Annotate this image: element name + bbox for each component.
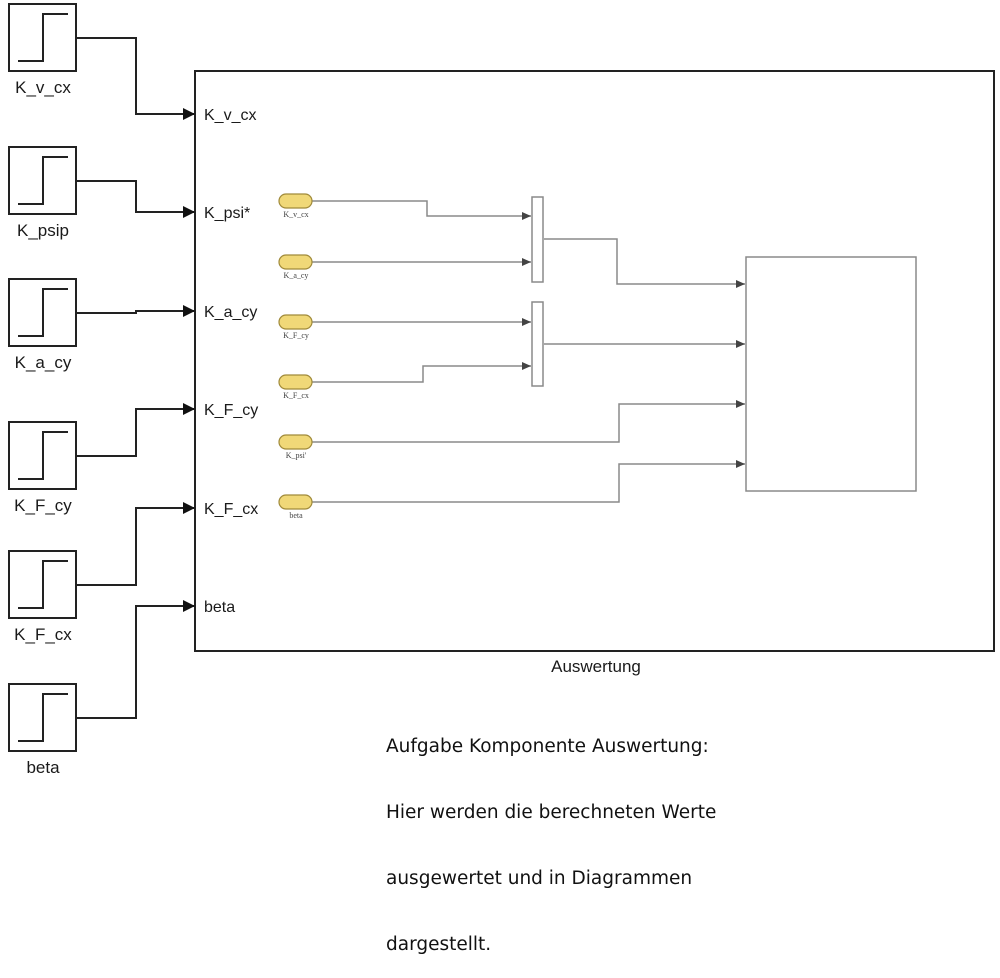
step-block[interactable]: K_v_cx bbox=[8, 3, 77, 97]
goto-tag-shape[interactable] bbox=[278, 314, 313, 330]
signal-line[interactable] bbox=[77, 37, 195, 120]
from-tag-label: K_v_cx bbox=[283, 210, 308, 219]
from-tag-label: K_F_cx bbox=[283, 391, 309, 400]
inport-label: K_psi* bbox=[204, 205, 250, 222]
step-block[interactable]: K_a_cy bbox=[8, 278, 77, 372]
step-icon bbox=[18, 560, 68, 609]
signal-line[interactable] bbox=[77, 305, 195, 317]
from-tag[interactable]: K_a_cy bbox=[278, 254, 313, 280]
step-block[interactable]: K_F_cy bbox=[8, 421, 77, 515]
step-icon bbox=[18, 431, 68, 480]
from-tag[interactable]: beta bbox=[278, 494, 313, 520]
goto-tag-shape[interactable] bbox=[278, 494, 313, 510]
step-block[interactable]: beta bbox=[8, 683, 77, 777]
from-tag-label: K_a_cy bbox=[284, 271, 309, 280]
signal-line[interactable] bbox=[312, 460, 745, 503]
annotation-text: Aufgabe Komponente Auswertung: Hier werd… bbox=[386, 692, 716, 978]
step-block-label: K_F_cy bbox=[14, 496, 72, 515]
step-block[interactable]: K_F_cx bbox=[8, 550, 77, 644]
inport-label: beta bbox=[204, 599, 235, 616]
step-block-label: K_F_cx bbox=[14, 625, 72, 644]
mux-block-1[interactable] bbox=[531, 196, 544, 283]
goto-tag-shape[interactable] bbox=[278, 434, 313, 450]
step-block[interactable]: K_psip bbox=[8, 146, 77, 240]
signal-line[interactable] bbox=[77, 600, 195, 719]
scope-block[interactable] bbox=[745, 256, 917, 492]
step-icon bbox=[18, 156, 68, 205]
step-icon bbox=[18, 13, 68, 62]
step-block-label: K_a_cy bbox=[15, 353, 72, 372]
annotation-line: dargestellt. bbox=[386, 934, 492, 955]
inport-label: K_a_cy bbox=[204, 304, 257, 321]
goto-tag-shape[interactable] bbox=[278, 254, 313, 270]
signal-line[interactable] bbox=[77, 403, 195, 457]
inport-label: K_F_cy bbox=[204, 402, 258, 419]
signal-line[interactable] bbox=[312, 200, 531, 220]
from-tag[interactable]: K_v_cx bbox=[278, 193, 313, 219]
from-tag-label: beta bbox=[289, 511, 303, 520]
step-block-label: beta bbox=[26, 758, 60, 777]
from-tag-label: K_F_cy bbox=[283, 331, 309, 340]
inport-label: K_F_cx bbox=[204, 501, 258, 518]
step-block-label: K_psip bbox=[17, 221, 69, 240]
goto-tag-shape[interactable] bbox=[278, 374, 313, 390]
from-tag[interactable]: K_F_cy bbox=[278, 314, 313, 340]
step-block-label: K_v_cx bbox=[15, 78, 71, 97]
signal-line[interactable] bbox=[77, 180, 195, 218]
subsystem-name: Auswertung bbox=[551, 657, 641, 676]
model-canvas: Auswertung K_v_cxK_psi*K_a_cyK_F_cyK_F_c… bbox=[8, 3, 995, 777]
signal-line[interactable] bbox=[312, 400, 745, 443]
annotation-line: Aufgabe Komponente Auswertung: bbox=[386, 736, 709, 757]
signal-line[interactable] bbox=[312, 362, 531, 383]
from-tag[interactable]: K_psi' bbox=[278, 434, 313, 460]
from-tag[interactable]: K_F_cx bbox=[278, 374, 313, 400]
step-icon bbox=[18, 693, 68, 742]
annotation-line: ausgewertet und in Diagrammen bbox=[386, 868, 693, 889]
goto-tag-shape[interactable] bbox=[278, 193, 313, 209]
signal-line[interactable] bbox=[544, 238, 745, 288]
annotation-line: Hier werden die berechneten Werte bbox=[386, 802, 717, 823]
step-icon bbox=[18, 288, 68, 337]
inport-label: K_v_cx bbox=[204, 107, 256, 124]
from-tag-label: K_psi' bbox=[286, 451, 307, 460]
mux-block-2[interactable] bbox=[531, 301, 544, 387]
signal-line[interactable] bbox=[77, 502, 195, 586]
